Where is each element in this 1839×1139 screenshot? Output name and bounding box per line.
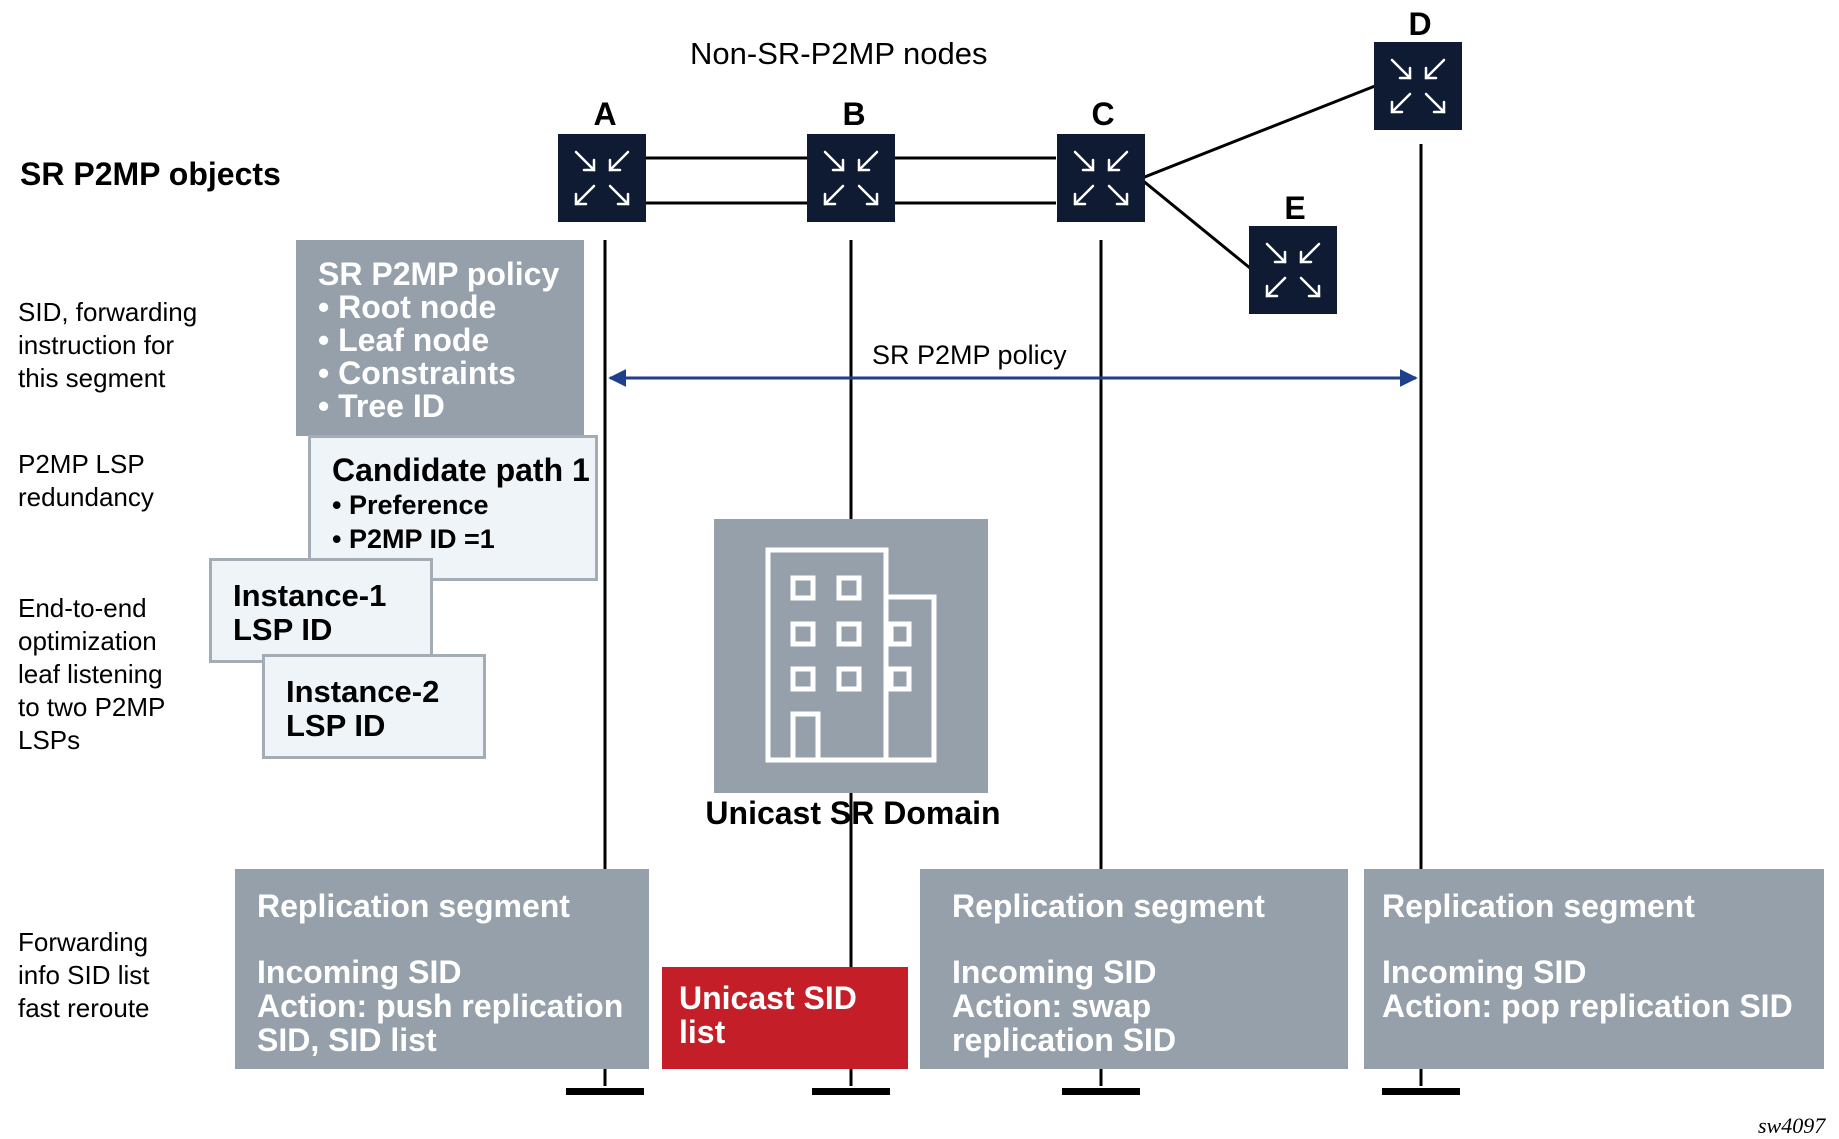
replication-segment-title: Replication segment bbox=[1382, 888, 1695, 924]
replication-segment-body: Incoming SID Action: swap replication SI… bbox=[952, 954, 1177, 1058]
side-label-optimization: End-to-end optimization leaf listening t… bbox=[18, 593, 166, 755]
replication-segment-box: Replication segment Incoming SID Action:… bbox=[1364, 869, 1824, 1069]
side-label-forwarding-info: Forwarding info SID list fast reroute bbox=[18, 927, 150, 1023]
side-label-sid-forwarding: SID, forwarding instruction for this seg… bbox=[18, 297, 198, 393]
building-icon bbox=[714, 519, 988, 793]
router-d-icon bbox=[1372, 40, 1464, 132]
node-b-label: B bbox=[842, 96, 866, 132]
replication-segment-body: Incoming SID Action: pop replication SID bbox=[1382, 954, 1793, 1024]
candidate-path-box: Candidate path 1 • Preference • P2MP ID … bbox=[308, 435, 598, 581]
policy-item: • Tree ID bbox=[318, 388, 445, 424]
side-label-redundancy: P2MP LSP redundancy bbox=[18, 449, 154, 512]
replication-segment-body: Incoming SID Action: push replication SI… bbox=[257, 954, 624, 1058]
policy-box: SR P2MP policy • Root node • Leaf node •… bbox=[296, 240, 584, 436]
policy-item: • Root node bbox=[318, 289, 497, 325]
policy-item: • Leaf node bbox=[318, 322, 490, 358]
replication-segment-title: Replication segment bbox=[257, 888, 570, 924]
policy-box-title: SR P2MP policy bbox=[318, 256, 560, 292]
instance-1-box: Instance-1 LSP ID bbox=[209, 558, 433, 663]
router-e-icon bbox=[1247, 224, 1339, 316]
node-links bbox=[645, 84, 1376, 270]
node-a-label: A bbox=[593, 96, 617, 132]
figure-id: sw4097 bbox=[1758, 1113, 1826, 1138]
candidate-item: • P2MP ID =1 bbox=[332, 524, 495, 554]
router-a-icon bbox=[556, 132, 648, 224]
ground-bars bbox=[566, 1088, 1460, 1095]
replication-segment-box: Replication segment Incoming SID Action:… bbox=[235, 869, 649, 1069]
replication-segment-box: Replication segment Incoming SID Action:… bbox=[920, 869, 1348, 1069]
policy-arrow-label: SR P2MP policy bbox=[872, 340, 1067, 370]
candidate-item: • Preference bbox=[332, 490, 489, 520]
policy-item: • Constraints bbox=[318, 355, 516, 391]
node-c-label: C bbox=[1091, 96, 1115, 132]
unicast-sid-list-box: Unicast SID list bbox=[662, 967, 908, 1069]
candidate-path-title: Candidate path 1 bbox=[332, 452, 590, 488]
replication-segment-title: Replication segment bbox=[952, 888, 1265, 924]
unicast-domain-label: Unicast SR Domain bbox=[705, 795, 1001, 831]
router-c-icon bbox=[1055, 132, 1147, 224]
node-e-label: E bbox=[1284, 190, 1306, 226]
node-d-label: D bbox=[1408, 6, 1432, 42]
instance-2-box: Instance-2 LSP ID bbox=[262, 654, 486, 759]
router-b-icon bbox=[805, 132, 897, 224]
sr-objects-heading: SR P2MP objects bbox=[20, 156, 281, 192]
non-sr-nodes-label: Non-SR-P2MP nodes bbox=[690, 36, 988, 71]
